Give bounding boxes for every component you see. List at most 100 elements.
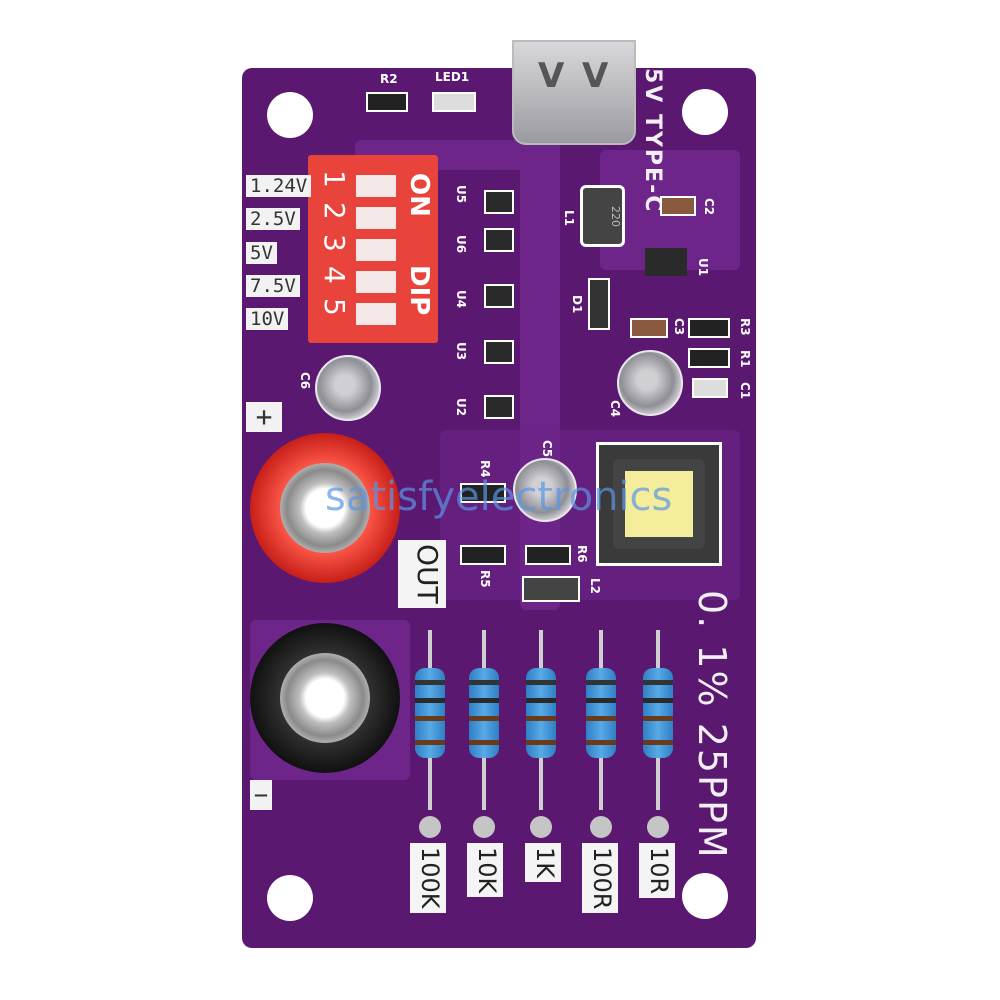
capacitor-c1: [692, 378, 728, 398]
silk-led1: LED1: [435, 70, 470, 84]
resistor-value-label: 100K: [410, 843, 446, 913]
dip-number: 5: [318, 298, 351, 316]
silk-l1: L1: [562, 210, 576, 226]
usb-label: 5V TYPE-C: [640, 68, 665, 214]
color-band: [586, 716, 616, 721]
dip-number: 2: [318, 202, 351, 220]
dip-dip-label: DIP: [404, 265, 434, 316]
capacitor-c4: [617, 350, 683, 416]
voltage-label: 2.5V: [246, 208, 300, 230]
silk-r4: R4: [478, 460, 492, 478]
regulator-u6: [484, 228, 514, 252]
precision-resistor: [469, 668, 499, 758]
resistor-value-label: 100R: [582, 843, 618, 914]
test-pad[interactable]: [473, 816, 495, 838]
silk-r6: R6: [575, 545, 589, 563]
usb-c-connector[interactable]: V V: [512, 40, 636, 145]
resistor-value-label: 10K: [467, 843, 503, 898]
color-band: [643, 680, 673, 685]
resistor-r5: [460, 545, 506, 565]
resistor-r4: [460, 483, 506, 503]
test-pad[interactable]: [590, 816, 612, 838]
mounting-hole: [682, 873, 728, 919]
color-band: [526, 680, 556, 685]
silk-u4: U4: [454, 290, 468, 309]
resistor-r2: [366, 92, 408, 112]
silk-l2: L2: [588, 578, 602, 594]
diode-d1: [588, 278, 610, 330]
color-band: [469, 680, 499, 685]
ic-u1: [645, 248, 687, 276]
precision-resistor: [586, 668, 616, 758]
silk-u6: U6: [454, 235, 468, 254]
color-band: [586, 680, 616, 685]
mounting-hole: [267, 92, 313, 138]
post-ring: [280, 653, 370, 743]
test-pad[interactable]: [647, 816, 669, 838]
color-band: [643, 698, 673, 703]
regulator-u3: [484, 340, 514, 364]
resistor-value-label: 10R: [639, 843, 675, 899]
inductor-core: [613, 459, 705, 549]
silk-u5: U5: [454, 185, 468, 204]
color-band: [415, 740, 445, 745]
color-band: [526, 740, 556, 745]
voltage-label: 10V: [246, 308, 289, 330]
dip-toggle-3[interactable]: [356, 239, 396, 261]
silk-r5: R5: [478, 570, 492, 588]
regulator-u4: [484, 284, 514, 308]
voltage-label: 7.5V: [246, 275, 300, 297]
negative-binding-post[interactable]: [250, 623, 400, 773]
color-band: [415, 698, 445, 703]
silk-c1: C1: [738, 382, 752, 400]
silk-c5: C5: [540, 440, 554, 458]
color-band: [526, 698, 556, 703]
usb-pin-mark: V: [582, 56, 609, 96]
positive-binding-post[interactable]: [250, 433, 400, 583]
regulator-u2: [484, 395, 514, 419]
precision-resistor: [526, 668, 556, 758]
color-band: [643, 740, 673, 745]
silk-r3: R3: [738, 318, 752, 336]
post-ring: [280, 463, 370, 553]
dip-number: 1: [318, 170, 351, 188]
minus-label: −: [250, 780, 272, 810]
usb-pin-mark: V: [538, 56, 565, 96]
test-pad[interactable]: [419, 816, 441, 838]
precision-label: 0. 1% 25PPM: [690, 590, 734, 860]
silk-c4: C4: [608, 400, 622, 418]
silk-u2: U2: [454, 398, 468, 417]
mounting-hole: [682, 89, 728, 135]
capacitor-c3: [630, 318, 668, 338]
inductor-l1: 220: [580, 185, 625, 247]
silk-c2: C2: [702, 198, 716, 216]
inductor-l2: [522, 576, 580, 602]
silk-c3: C3: [672, 318, 686, 336]
mounting-hole: [267, 875, 313, 921]
dip-toggle-4[interactable]: [356, 271, 396, 293]
dip-number: 3: [318, 234, 351, 252]
silk-d1: D1: [570, 295, 584, 314]
resistor-r1: [688, 348, 730, 368]
color-band: [469, 698, 499, 703]
dip-toggle-1[interactable]: [356, 175, 396, 197]
color-band: [469, 740, 499, 745]
power-inductor: [596, 442, 722, 566]
dip-toggle-5[interactable]: [356, 303, 396, 325]
color-band: [586, 698, 616, 703]
inductor-winding: [625, 471, 693, 537]
dip-switch[interactable]: 1 2 3 4 5 ON DIP: [308, 155, 438, 343]
led1: [432, 92, 476, 112]
dip-toggle-2[interactable]: [356, 207, 396, 229]
test-pad[interactable]: [530, 816, 552, 838]
regulator-u5: [484, 190, 514, 214]
watermark: satisfyelectronics: [325, 474, 673, 520]
capacitor-c5: [513, 458, 577, 522]
dip-number: 4: [318, 266, 351, 284]
silk-r2: R2: [380, 72, 398, 86]
voltage-label: 5V: [246, 242, 277, 264]
silk-c6: C6: [298, 372, 312, 390]
voltage-label: 1.24V: [246, 175, 312, 197]
resistor-r3: [688, 318, 730, 338]
out-label: OUT: [398, 540, 446, 608]
